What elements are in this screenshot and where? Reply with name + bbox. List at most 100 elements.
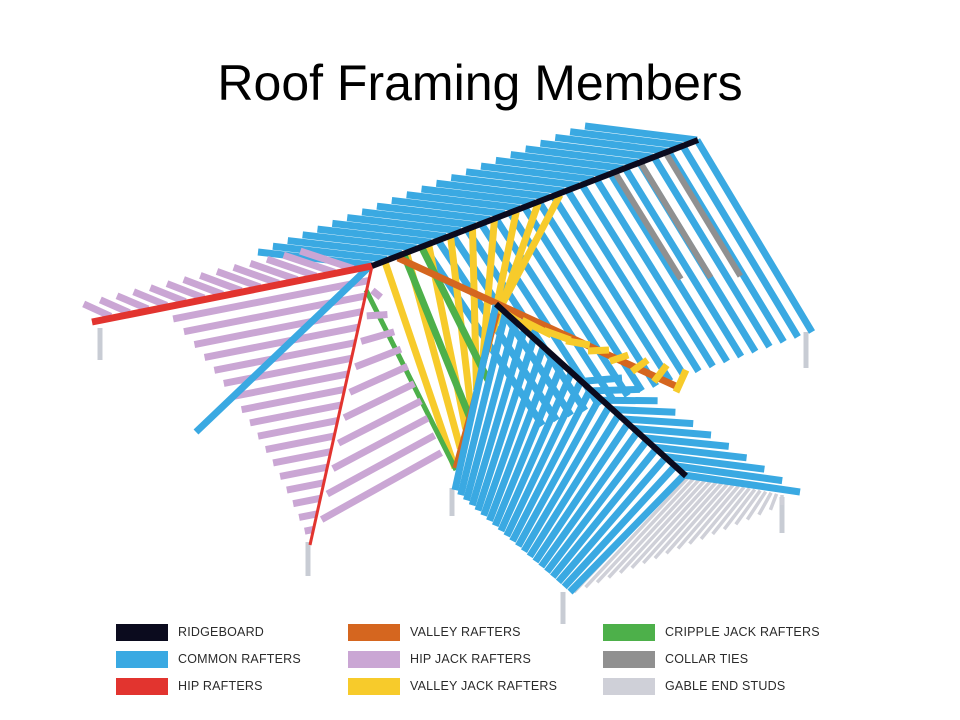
gable-end-stud: [757, 491, 773, 516]
legend-swatch: [348, 650, 400, 668]
legend-item-hip-rafters: HIP RAFTERS: [116, 676, 263, 696]
gable-end-stud: [722, 488, 757, 531]
hip-jack-rafter: [331, 415, 430, 472]
common-rafter: [510, 151, 624, 172]
common-rafter: [480, 346, 547, 517]
legend-item-gable-end-studs: GABLE END STUDS: [603, 676, 785, 696]
gable-end-stud: [699, 486, 746, 540]
legend-swatch: [348, 623, 400, 641]
common-rafter: [526, 413, 622, 559]
legend-item-cripple-jack-rafters: CRIPPLE JACK RAFTERS: [603, 622, 820, 642]
hip-jack-rafter: [232, 264, 280, 287]
hip-jack-rafter: [319, 449, 443, 523]
collar-tie: [612, 170, 684, 281]
common-rafter: [506, 210, 631, 398]
common-rafter: [497, 371, 575, 533]
hip-jack-rafter: [182, 276, 224, 298]
common-rafter: [391, 196, 506, 218]
legend-swatch: [116, 623, 168, 641]
common-rafter: [406, 191, 521, 212]
legend-item-collar-ties: COLLAR TIES: [603, 649, 748, 669]
common-rafter: [457, 312, 509, 496]
common-rafter: [564, 188, 688, 379]
gable-end-stud: [734, 489, 762, 526]
common-rafter: [520, 405, 612, 553]
common-rafter: [193, 265, 371, 435]
hip-jack-rafter: [98, 296, 131, 316]
valley-jack-rafter: [629, 357, 650, 375]
slide-title: Roof Framing Members: [217, 55, 743, 111]
hip-jack-rafter: [203, 323, 359, 361]
common-rafter: [590, 385, 640, 395]
hip-jack-rafter: [257, 417, 339, 440]
common-rafter: [621, 415, 694, 428]
cripple-jack-rafter: [418, 246, 492, 382]
common-rafter: [302, 231, 417, 252]
legend-swatch: [348, 677, 400, 695]
hip-jack-rafter: [370, 287, 383, 300]
common-rafter: [435, 179, 550, 201]
cripple-jack-rafter: [400, 253, 474, 420]
common-rafter: [509, 388, 594, 543]
common-rafter: [652, 443, 748, 462]
hip-jack-rafter: [299, 247, 355, 272]
common-rafter: [515, 396, 603, 548]
legend-label: COMMON RAFTERS: [178, 652, 301, 666]
common-rafter: [611, 406, 676, 416]
common-rafter: [569, 128, 683, 150]
hip-jack-rafter: [115, 292, 150, 313]
legend-swatch: [603, 677, 655, 695]
gable-end-stud: [676, 483, 735, 550]
common-rafter: [621, 165, 745, 359]
common-rafter: [486, 354, 556, 522]
common-rafter: [474, 337, 537, 512]
gable-end-stud: [745, 490, 768, 521]
common-rafter: [492, 215, 617, 403]
common-rafter: [561, 464, 678, 590]
hip-jack-rafter: [360, 328, 396, 345]
common-rafter: [538, 430, 640, 569]
legend-label: RIDGEBOARD: [178, 625, 265, 639]
legend-label: HIP JACK RAFTERS: [410, 652, 532, 666]
legend-swatch: [116, 650, 168, 668]
hip-jack-rafter: [249, 401, 342, 427]
common-rafter: [662, 452, 765, 473]
gable-end-stud: [688, 484, 740, 545]
common-rafter: [532, 422, 631, 564]
valley-jack-rafter: [672, 368, 690, 394]
legend-item-valley-rafters: VALLEY RAFTERS: [348, 622, 521, 642]
hip-jack-rafter: [149, 284, 187, 305]
common-rafter: [642, 434, 730, 450]
common-rafter: [578, 182, 702, 374]
legend-label: VALLEY RAFTERS: [410, 625, 521, 639]
hip-rafter: [308, 265, 374, 546]
hip-jack-rafter: [298, 510, 318, 521]
hip-jack-rafter: [272, 448, 332, 467]
hip-jack-rafter: [172, 277, 370, 323]
common-rafter: [549, 193, 674, 383]
legend-item-ridgeboard: RIDGEBOARD: [116, 622, 264, 642]
common-rafter: [650, 154, 773, 349]
collar-tie: [662, 150, 743, 278]
wall-posts: [97, 328, 809, 624]
common-rafter: [683, 471, 801, 496]
gable-end-stud: [584, 474, 691, 589]
common-rafter: [346, 214, 462, 235]
common-rafter: [465, 168, 580, 189]
rear-roof-members: [82, 122, 816, 428]
common-rafter: [555, 455, 668, 585]
common-rafter: [580, 374, 623, 385]
hip-jack-rafter: [193, 308, 363, 348]
common-rafter: [679, 143, 801, 339]
hip-jack-rafter: [282, 251, 336, 276]
hip-jack-rafter: [265, 432, 335, 453]
common-rafter: [451, 304, 500, 491]
valley-jack-rafter: [494, 193, 564, 314]
valley-rafter: [396, 254, 682, 392]
hip-jack-rafter: [342, 380, 416, 421]
hip-jack-rafter: [132, 288, 169, 309]
valley-jack-rafter: [587, 346, 610, 355]
common-rafter: [601, 396, 658, 405]
hip-jack-rafter: [215, 268, 262, 291]
